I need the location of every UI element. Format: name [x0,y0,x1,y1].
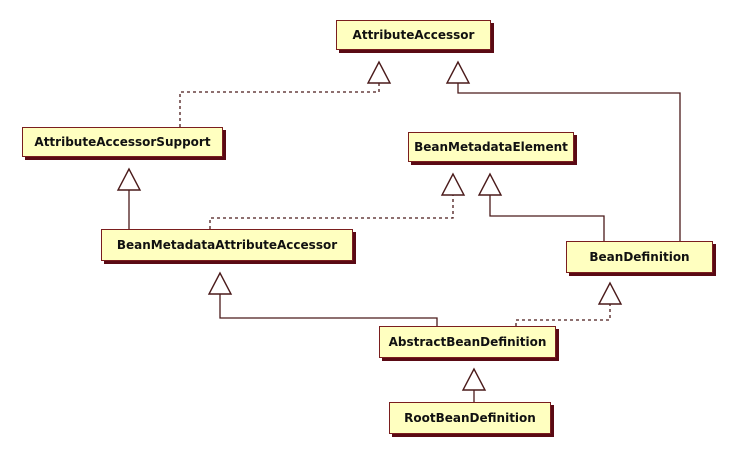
node-root-bean-definition: RootBeanDefinition [389,402,551,434]
connector-beandefinition-to-metadataelement [489,195,605,241]
node-attribute-accessor: AttributeAccessor [336,20,491,50]
node-bean-metadata-attribute-accessor: BeanMetadataAttributeAccessor [101,229,353,261]
connector-metaaccessor-to-metadataelement [209,195,454,229]
node-abstract-bean-definition: AbstractBeanDefinition [379,326,556,358]
arrowhead-generalization-icon [477,172,503,196]
arrowhead-generalization-icon [461,367,487,391]
arrowhead-generalization-icon [207,271,233,295]
arrowhead-generalization-icon [116,167,142,191]
connector-abstract-to-beandefinition [515,304,611,326]
arrowhead-realization-icon [440,172,466,196]
arrowhead-generalization-icon [445,60,471,84]
arrowhead-realization-icon [366,60,392,84]
node-bean-metadata-element: BeanMetadataElement [408,132,574,162]
node-attribute-accessor-support: AttributeAccessorSupport [22,127,223,157]
connector-abstract-to-metaaccessor [219,294,438,326]
connector-support-to-accessor [179,83,380,127]
node-bean-definition: BeanDefinition [566,241,713,273]
arrowhead-realization-icon [597,281,623,305]
connector-beandefinition-to-accessor [457,83,681,241]
